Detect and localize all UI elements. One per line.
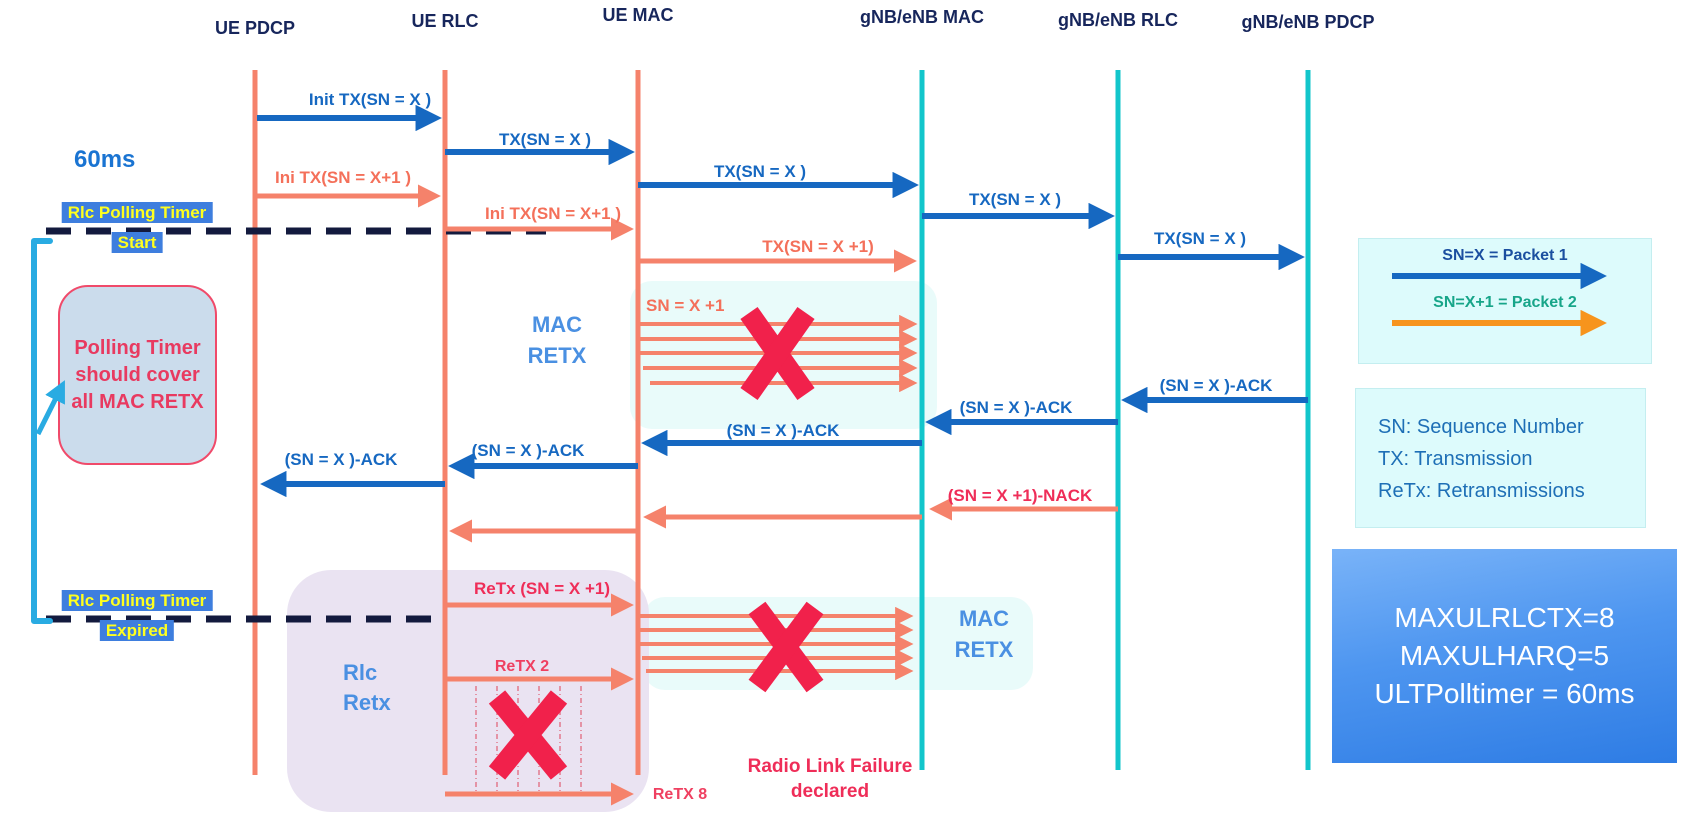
label-retx-8: ReTX 8 bbox=[652, 786, 708, 803]
lifeline-header-gnb-pdcp: gNB/eNB PDCP bbox=[1241, 12, 1375, 32]
label-tx-plus1: TX(SN = X +1) bbox=[762, 237, 874, 256]
failure-x-icon-rlc bbox=[488, 690, 568, 780]
label-ack-2: (SN = X )-ACK bbox=[959, 398, 1073, 417]
label-ack-5: (SN = X )-ACK bbox=[284, 450, 398, 469]
failure-x-icons bbox=[488, 306, 824, 780]
salmon-message-arrows bbox=[257, 184, 1118, 806]
label-nack: (SN = X +1)-NACK bbox=[947, 486, 1093, 505]
label-tx-4: TX(SN = X ) bbox=[1153, 229, 1247, 248]
label-tx-1: TX(SN = X ) bbox=[498, 130, 592, 149]
legend-packet1-label: SN=X = Packet 1 bbox=[1442, 247, 1568, 264]
blue-message-arrows bbox=[257, 104, 1308, 498]
mac-retx-lower-label-line1: MAC bbox=[958, 606, 1010, 631]
failure-x-icon-upper bbox=[740, 306, 815, 401]
polling-note-callout: Polling Timer should cover all MAC RETX bbox=[58, 285, 217, 465]
label-ini-tx-2: Ini TX(SN = X+1 ) bbox=[484, 204, 622, 223]
legend-def-retx: ReTx: Retransmissions bbox=[1378, 480, 1585, 502]
legend-def-tx: TX: Transmission bbox=[1378, 448, 1533, 470]
duration-label: 60ms bbox=[74, 146, 136, 173]
failure-x-icon-lower bbox=[748, 601, 824, 693]
label-retx-2: ReTX 2 bbox=[494, 658, 550, 675]
packet-legend: SN=X = Packet 1 SN=X+1 = Packet 2 bbox=[1358, 238, 1652, 364]
label-ack-3: (SN = X )-ACK bbox=[726, 421, 840, 440]
timer-bracket bbox=[31, 238, 53, 624]
timer-expired-label-line1: Rlc Polling Timer bbox=[61, 590, 213, 611]
timer-start-text2: Start bbox=[111, 232, 163, 253]
polling-note-line2: should cover bbox=[75, 363, 200, 386]
label-retx-sn-plus1: ReTx (SN = X +1) bbox=[473, 579, 611, 598]
label-tx-3: TX(SN = X ) bbox=[968, 190, 1062, 209]
label-init-tx: Init TX(SN = X ) bbox=[308, 90, 432, 109]
rlf-label-line2: declared bbox=[790, 781, 870, 802]
rlc-retx-label-line2: Retx bbox=[343, 690, 391, 715]
mac-retx-upper-label-line1: MAC bbox=[531, 312, 583, 337]
mac-retx-upper-label-line2: RETX bbox=[527, 343, 587, 368]
polling-note-line1: Polling Timer bbox=[74, 336, 201, 359]
rlc-retx-region bbox=[287, 570, 649, 812]
lifeline-header-ue-mac: UE MAC bbox=[602, 5, 674, 25]
timer-expired-text2: Expired bbox=[99, 620, 175, 641]
param-maxulrlctx: MAXULRLCTX=8 bbox=[1394, 602, 1615, 633]
bracket-callout-arrow bbox=[35, 380, 65, 436]
param-maxulharq: MAXULHARQ=5 bbox=[1399, 640, 1610, 671]
label-ack-4: (SN = X )-ACK bbox=[471, 441, 585, 460]
abbreviation-legend: SN: Sequence Number TX: Transmission ReT… bbox=[1355, 388, 1646, 528]
label-sn-plus1: SN = X +1 bbox=[646, 296, 725, 315]
timer-start-label-line1: Rlc Polling Timer bbox=[61, 202, 213, 223]
polling-note-line3: all MAC RETX bbox=[71, 390, 204, 413]
timer-start-label-line2: Start bbox=[111, 232, 163, 253]
lifeline-header-ue-pdcp: UE PDCP bbox=[214, 18, 296, 38]
legend-arrows bbox=[1392, 262, 1607, 337]
legend-def-sn: SN: Sequence Number bbox=[1378, 416, 1584, 438]
label-ini-tx-1: Ini TX(SN = X+1 ) bbox=[274, 168, 412, 187]
legend-packet2-label: SN=X+1 = Packet 2 bbox=[1433, 294, 1577, 311]
param-ultpolltimer: ULTPolltimer = 60ms bbox=[1374, 678, 1635, 709]
parameter-box: MAXULRLCTX=8 MAXULHARQ=5 ULTPolltimer = … bbox=[1332, 549, 1677, 763]
rlc-retx-label-line1: Rlc bbox=[343, 660, 378, 685]
timer-expired-label-line2: Expired bbox=[99, 620, 175, 641]
lifeline-header-gnb-rlc: gNB/eNB RLC bbox=[1058, 10, 1178, 30]
timer-dashed-lines bbox=[46, 227, 546, 623]
rlf-label-line1: Radio Link Failure bbox=[747, 756, 913, 777]
timer-start-text1: Rlc Polling Timer bbox=[61, 202, 213, 223]
label-ack-1: (SN = X )-ACK bbox=[1159, 376, 1273, 395]
lifeline-header-ue-rlc: UE RLC bbox=[411, 11, 479, 31]
mac-retx-lower-label-line2: RETX bbox=[954, 637, 1014, 662]
label-tx-2: TX(SN = X ) bbox=[713, 162, 807, 181]
timer-expired-text1: Rlc Polling Timer bbox=[61, 590, 213, 611]
lifeline-header-gnb-mac: gNB/eNB MAC bbox=[860, 7, 984, 27]
